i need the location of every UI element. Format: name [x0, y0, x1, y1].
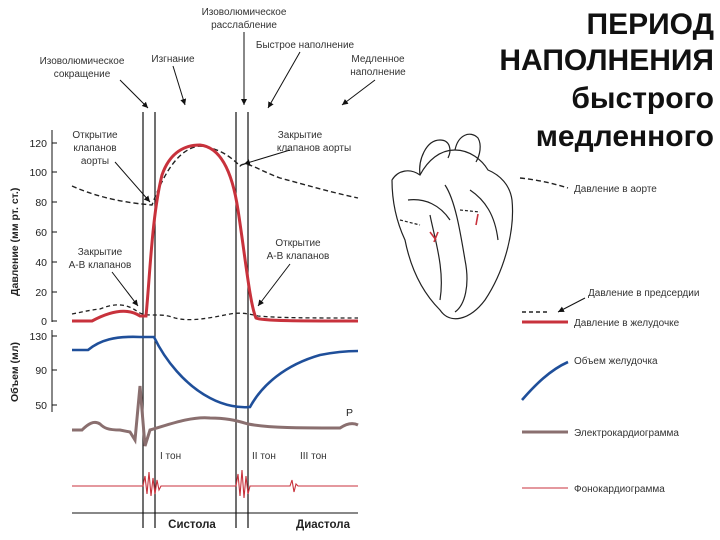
aortic-open-1: Открытие	[72, 130, 118, 141]
volume-axis	[51, 330, 57, 412]
label-isovolumic-contract-1: Изоволюмическое	[40, 56, 125, 67]
tone-1-label: I тон	[160, 451, 181, 462]
av-open-arrow	[257, 263, 291, 307]
aortic-open-arrow	[114, 161, 151, 203]
label-slow-filling-1: Медленное	[351, 54, 405, 65]
heart-illustration	[391, 133, 514, 320]
aortic-close-1: Закрытие	[278, 130, 323, 141]
atrial-pressure-curve	[71, 304, 359, 321]
ecg-trace	[72, 385, 359, 447]
label-isovolumic-contract-2: сокращение	[54, 69, 111, 80]
volume-tick-90: 90	[35, 365, 47, 377]
aortic-close-2: клапанов аорты	[277, 143, 351, 154]
ventricular-volume-curve	[72, 335, 359, 409]
aortic-pressure-curve	[71, 145, 359, 206]
top-arrows	[119, 32, 376, 109]
pressure-axis-label: Давление (мм рт. ст.)	[9, 188, 21, 296]
pressure-tick-20: 20	[35, 287, 47, 299]
pressure-tick-80: 80	[35, 197, 47, 209]
title-line-2: НАПОЛНЕНИЯ	[499, 44, 714, 77]
aortic-close-arrow	[243, 149, 291, 166]
pressure-tick-0: 0	[41, 316, 47, 328]
aortic-open-3: аорты	[81, 156, 109, 167]
tone-3-label: III тон	[300, 451, 327, 462]
ventricular-pressure-curve	[72, 143, 359, 323]
legend-atrial-label: Давление в предсердии	[588, 288, 699, 299]
legend-volume-swatch	[521, 360, 569, 401]
aortic-open-2: клапанов	[73, 143, 116, 154]
pcg-trace	[72, 469, 358, 499]
av-open-2: А-В клапанов	[267, 251, 330, 262]
diastole-label: Диастола	[296, 519, 351, 531]
tone-2-label: II тон	[252, 451, 276, 462]
volume-tick-130: 130	[29, 331, 47, 343]
legend-volume-label: Объем желудочка	[574, 355, 658, 367]
systole-label: Систола	[168, 519, 216, 531]
title-line-3: быстрого	[571, 82, 714, 115]
label-rapid-filling: Быстрое наполнение	[256, 40, 355, 51]
label-isovolumic-relax-2: расслабление	[211, 19, 277, 31]
phase-lines	[142, 112, 249, 528]
legend: Давление в аорте Давление в предсердии Д…	[519, 177, 699, 495]
pressure-axis	[51, 130, 57, 322]
pressure-tick-60: 60	[35, 227, 47, 239]
av-close-arrow	[111, 271, 139, 307]
pressure-tick-100: 100	[29, 167, 47, 179]
pressure-tick-40: 40	[35, 257, 47, 269]
legend-ventricular-pressure-label: Давление в желудочке	[574, 318, 680, 329]
av-close-2: А-В клапанов	[69, 260, 132, 271]
pressure-tick-120: 120	[29, 138, 47, 150]
legend-atrial-pointer	[557, 297, 586, 313]
label-ejection: Изгнание	[151, 54, 195, 65]
volume-tick-50: 50	[35, 400, 47, 412]
label-isovolumic-relax-1: Изоволюмическое	[202, 7, 287, 18]
av-close-1: Закрытие	[78, 247, 123, 258]
legend-aortic-label: Давление в аорте	[574, 184, 657, 195]
label-slow-filling-2: наполнение	[350, 67, 406, 78]
legend-aortic-swatch	[519, 177, 569, 189]
legend-ecg-label: Электрокардиограмма	[574, 428, 679, 439]
p-wave-label: P	[346, 407, 353, 419]
title-line-4: медленного	[536, 120, 714, 153]
legend-pcg-label: Фонокардиограмма	[574, 484, 665, 495]
av-open-1: Открытие	[275, 238, 321, 249]
title-line-1: ПЕРИОД	[587, 8, 714, 41]
volume-axis-label: Объем (мл)	[9, 342, 21, 402]
